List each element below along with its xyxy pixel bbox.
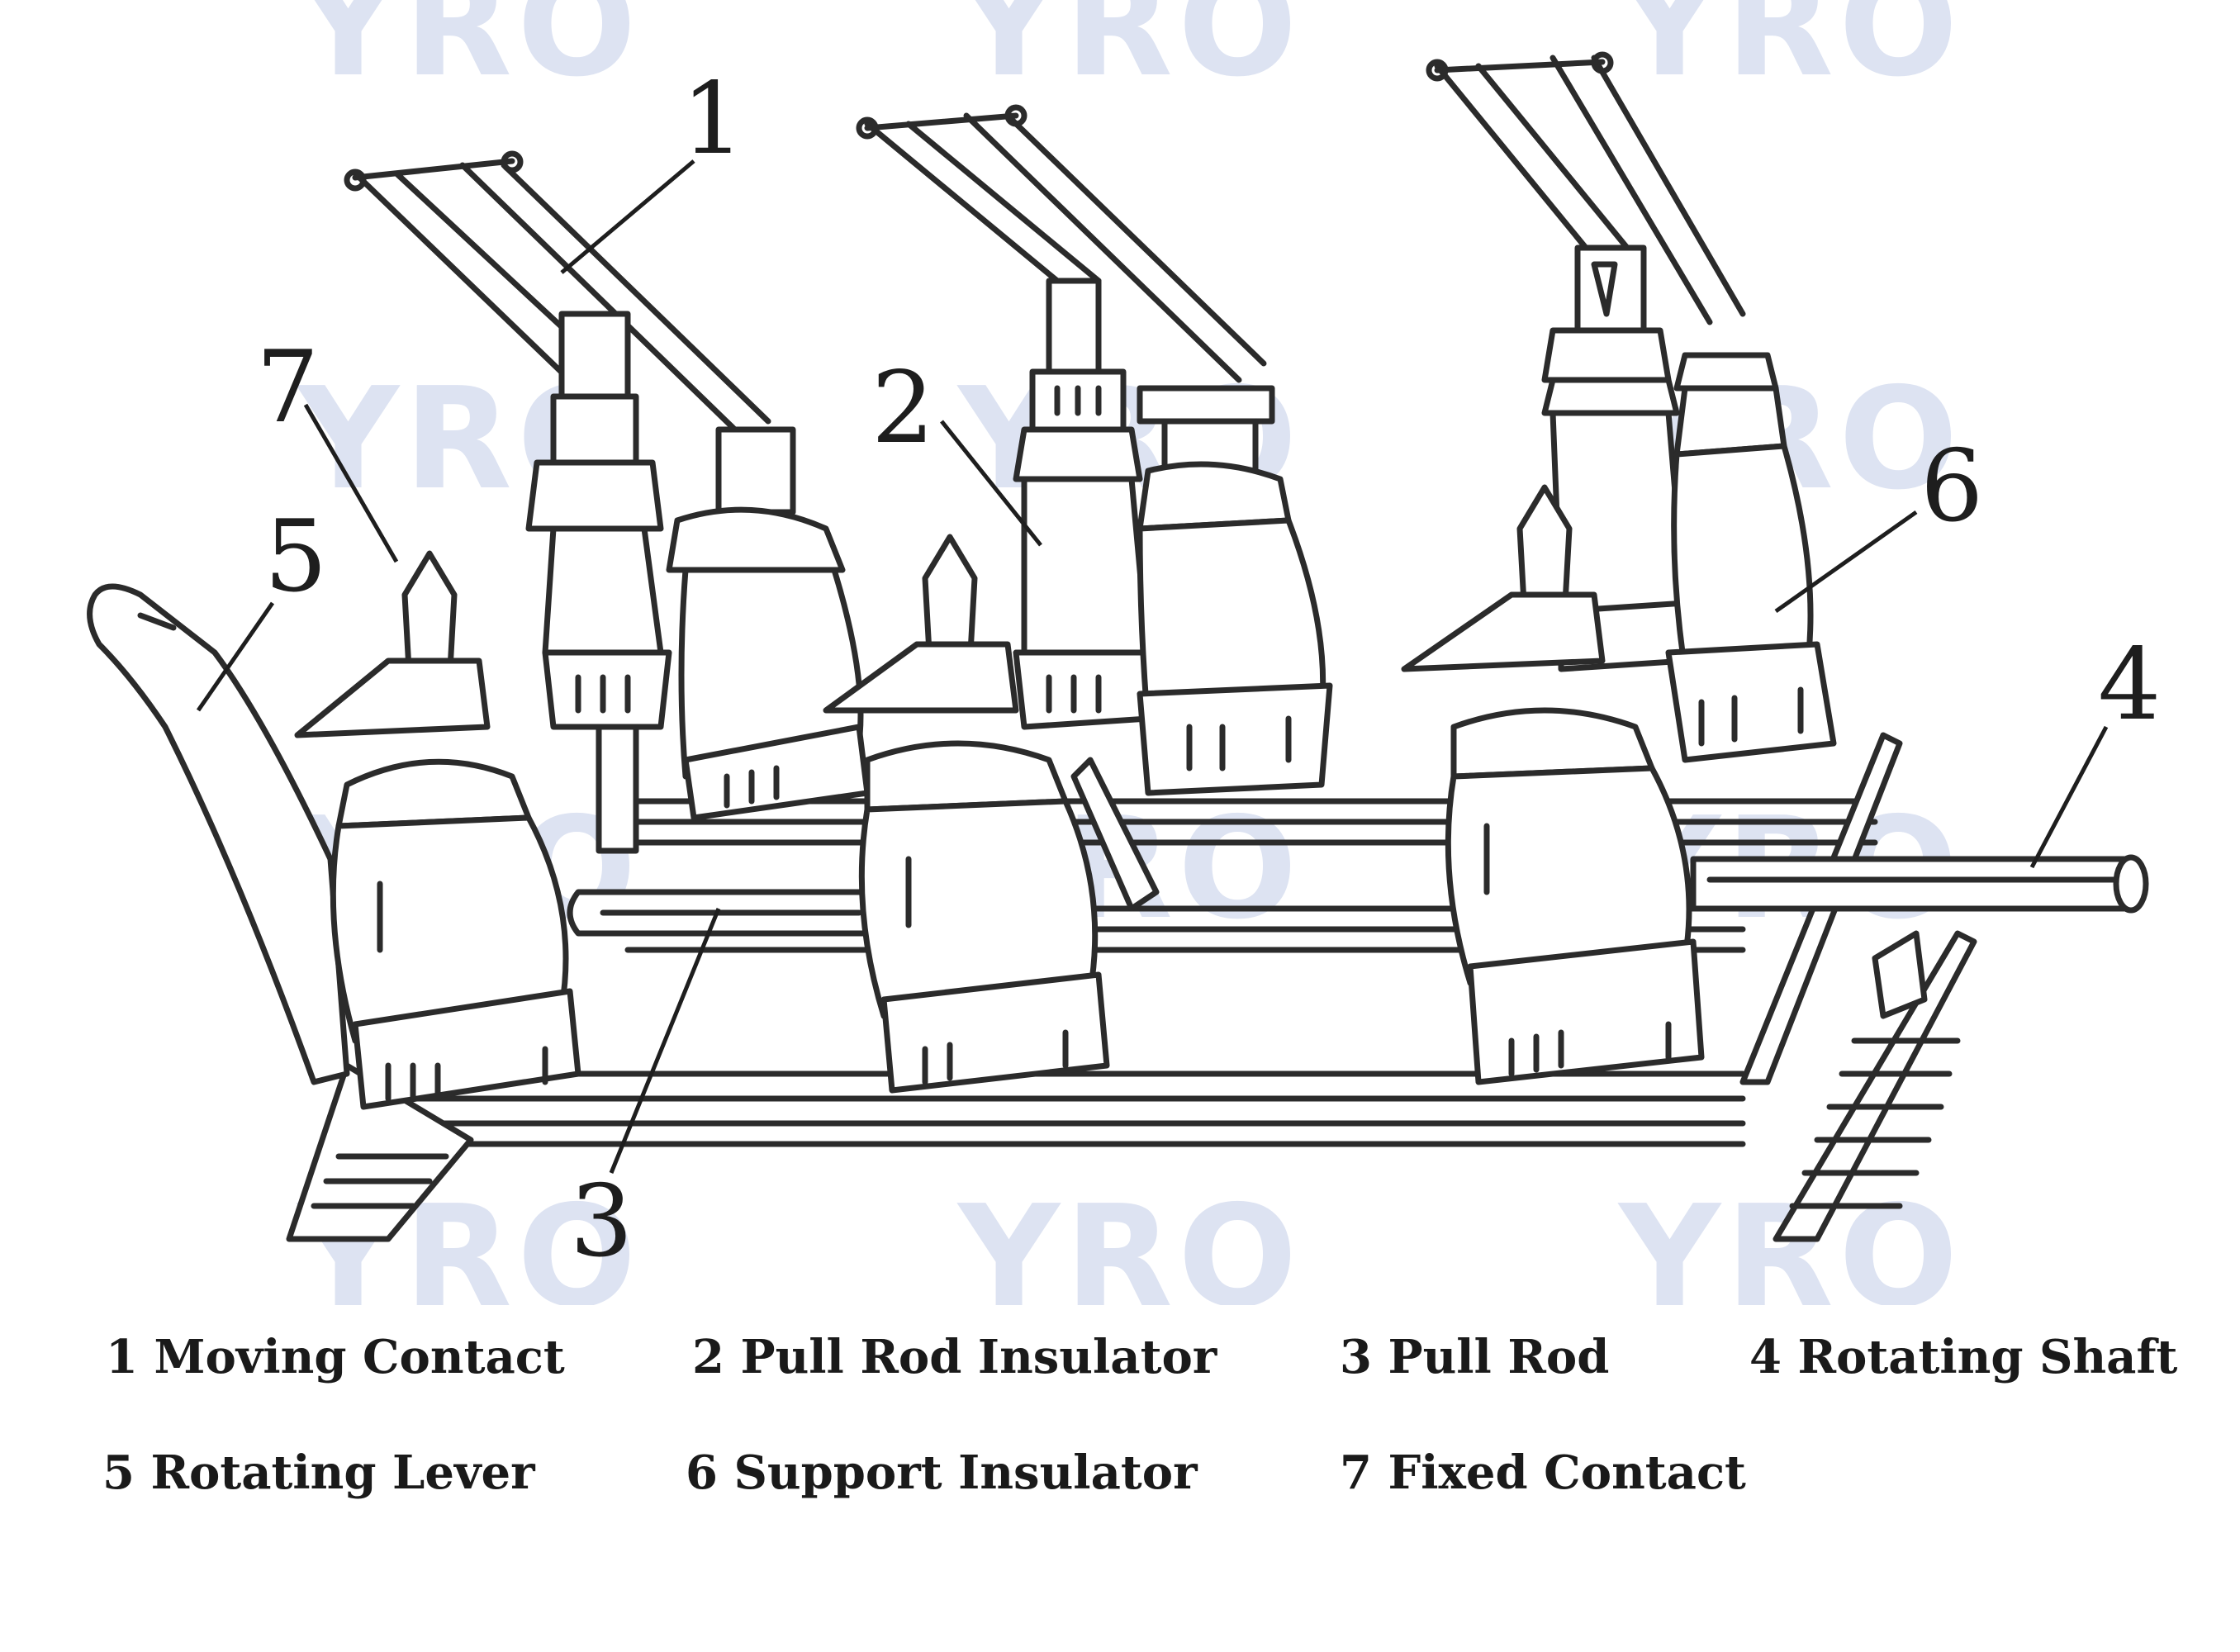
callout-1: 1 xyxy=(681,62,744,177)
legend-item-rotating-lever: 5 Rotating Lever xyxy=(102,1446,535,1500)
rotating-lever xyxy=(87,583,350,1085)
switch-drawing: YRO YRO YRO YRO YRO YRO YRO YRO YRO YRO … xyxy=(87,0,2161,1305)
svg-text:YRO: YRO xyxy=(1617,0,1963,108)
callout-6: 6 xyxy=(1920,430,1983,544)
callout-3: 3 xyxy=(570,1165,633,1279)
legend: 1 Moving Contact 2 Pull Rod Insulator 3 … xyxy=(0,1313,2240,1528)
legend-item-pull-rod-insulator: 2 Pull Rod Insulator xyxy=(692,1330,1217,1384)
legend-item-support-insulator: 6 Support Insulator xyxy=(686,1446,1198,1500)
svg-text:YRO: YRO xyxy=(296,0,642,108)
callout-2: 2 xyxy=(871,351,934,466)
callout-4: 4 xyxy=(2098,628,2161,743)
svg-text:YRO: YRO xyxy=(956,1175,1303,1305)
legend-item-fixed-contact: 7 Fixed Contact xyxy=(1340,1446,1746,1500)
leader-lines xyxy=(196,159,2109,1174)
phase-3 xyxy=(1401,51,1928,1085)
callout-5: 5 xyxy=(264,500,327,615)
legend-item-rotating-shaft: 4 Rotating Shaft xyxy=(1749,1330,2178,1384)
phase-1 xyxy=(294,150,871,1110)
svg-text:YRO: YRO xyxy=(956,0,1303,108)
phase-2 xyxy=(823,104,1333,1094)
legend-item-moving-contact: 1 Moving Contact xyxy=(106,1330,565,1384)
rotating-shaft xyxy=(1690,854,2149,914)
pull-rod xyxy=(567,757,1160,937)
callout-7: 7 xyxy=(256,330,319,445)
legend-item-pull-rod: 3 Pull Rod xyxy=(1340,1330,1610,1384)
